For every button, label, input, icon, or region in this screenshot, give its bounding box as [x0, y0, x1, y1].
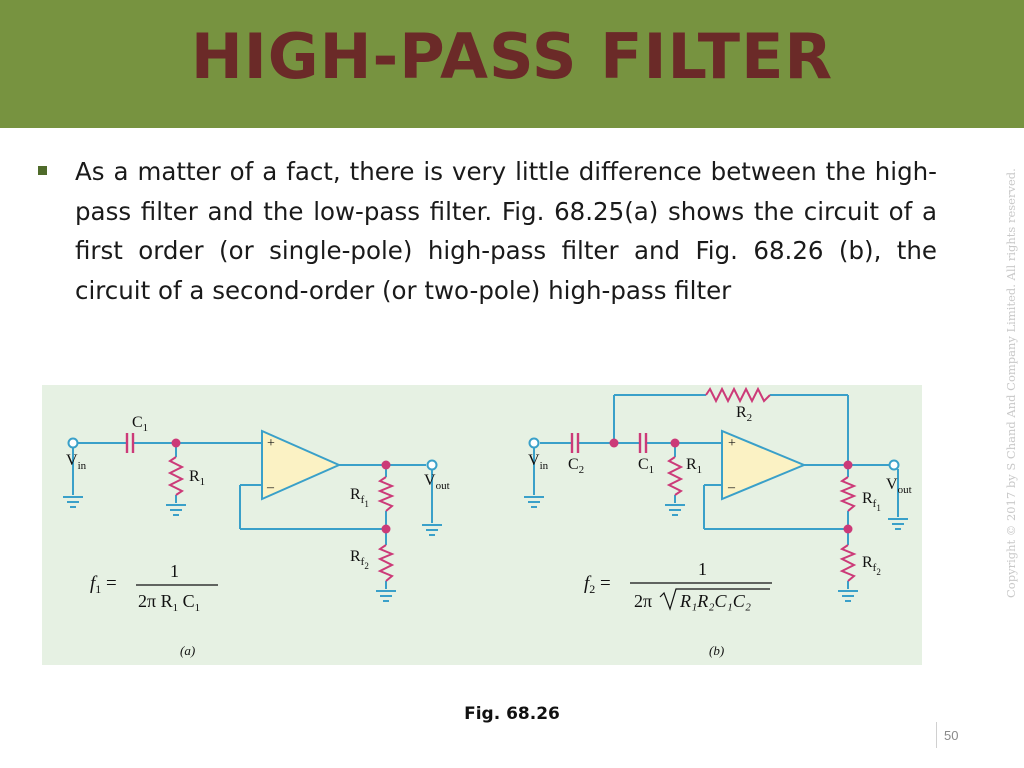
- circuit-b: [533, 394, 899, 589]
- svg-text:f2 =: f2 =: [584, 573, 611, 596]
- copyright-notice: Copyright © 2017 by S Chand And Company …: [1004, 168, 1018, 598]
- label-c1-a: C1: [132, 414, 148, 434]
- label-vout-b: Vout: [886, 476, 912, 496]
- resistor-rf1-a: [377, 476, 395, 512]
- label-plus-b: +: [728, 436, 736, 451]
- sqrt-sign: [659, 588, 770, 611]
- svg-text:1: 1: [170, 561, 179, 581]
- terminal-vout-a: [426, 459, 438, 471]
- opamp-a: [261, 429, 342, 501]
- node-a1: [171, 438, 181, 448]
- label-b: (b): [709, 643, 724, 658]
- resistor-r1-b: [666, 456, 684, 496]
- label-vin-a: Vin: [66, 452, 87, 472]
- resistor-rf2-a: [377, 544, 395, 582]
- circuit-figure: C1 Vin R1 + – Rf1 Rf2 Vout f1 = 1 2π R1 …: [42, 385, 922, 665]
- svg-text:2π R1 C1: 2π R1 C1: [138, 591, 200, 614]
- node-b1: [609, 438, 619, 448]
- node-b3: [843, 460, 853, 470]
- figure-caption: Fig. 68.26: [464, 704, 560, 724]
- label-rf1-a: Rf1: [350, 486, 369, 509]
- resistor-rf2-b: [839, 544, 857, 582]
- footer-divider: [936, 722, 937, 748]
- page-number: 50: [944, 728, 959, 743]
- node-a3: [381, 524, 391, 534]
- figure-background: [42, 385, 922, 665]
- label-r2-b: R2: [736, 404, 752, 424]
- node-b4: [843, 524, 853, 534]
- label-r1-b: R1: [686, 456, 702, 476]
- opamp-b: [721, 429, 807, 501]
- label-c1-b: C1: [638, 456, 654, 476]
- terminal-vout-b: [888, 459, 900, 471]
- resistor-rf1-b: [839, 476, 857, 512]
- ground-symbols-b: [524, 496, 908, 602]
- label-rf1-b: Rf1: [862, 490, 881, 513]
- label-c2-b: C2: [568, 456, 584, 476]
- label-rf2-b: Rf2: [862, 554, 881, 577]
- node-a2: [381, 460, 391, 470]
- title-banner: [0, 0, 1024, 128]
- svg-text:1: 1: [698, 559, 707, 579]
- bullet-text: As a matter of a fact, there is very lit…: [75, 157, 937, 305]
- label-minus-b: –: [727, 480, 736, 495]
- label-plus-a: +: [267, 436, 275, 451]
- resistor-r2-b: [705, 386, 771, 404]
- label-a: (a): [180, 643, 195, 658]
- svg-text:f1 =: f1 =: [90, 573, 117, 596]
- ground-symbols-a: [63, 496, 442, 602]
- capacitor-c2-b: [570, 433, 580, 453]
- label-rf2-a: Rf2: [350, 548, 369, 571]
- node-b2: [670, 438, 680, 448]
- terminal-vin-a: [67, 437, 79, 449]
- svg-text:2π: 2π: [634, 591, 652, 611]
- label-minus-a: –: [266, 480, 275, 495]
- label-vin-b: Vin: [528, 452, 549, 472]
- terminal-vin-b: [528, 437, 540, 449]
- bullet-square-icon: [38, 166, 47, 175]
- label-r1-a: R1: [189, 468, 205, 488]
- slide-title: HIGH-PASS FILTER: [190, 20, 834, 93]
- resistor-r1-a: [167, 456, 185, 496]
- formula-b: f2 = 1 2π R₁R₂C₁C₂: [584, 559, 772, 611]
- svg-text:R₁R₂C₁C₂: R₁R₂C₁C₂: [679, 591, 751, 611]
- capacitor-c1-a: [125, 433, 135, 453]
- formula-a: f1 = 1 2π R1 C1: [90, 561, 218, 614]
- capacitor-c1-b: [638, 433, 648, 453]
- label-vout-a: Vout: [424, 472, 450, 492]
